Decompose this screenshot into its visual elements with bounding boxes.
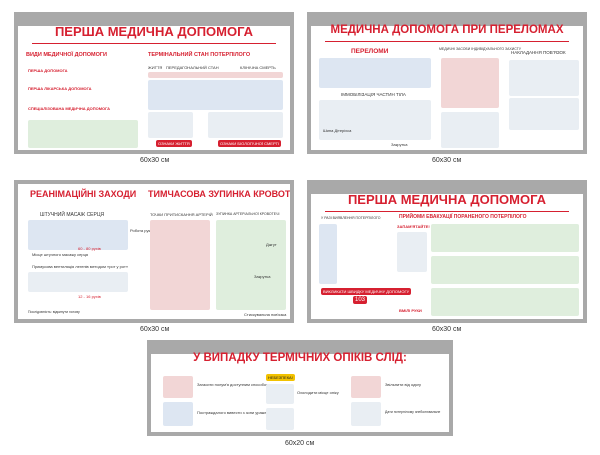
section-heading: ПРИЙОМИ ЕВАКУАЦІЇ ПОРАНЕНОГО ПОТЕРПІЛОГО [399, 214, 527, 220]
label: ВМІЛІ РУКИ [399, 308, 422, 313]
board-title: У ВИПАДКУ ТЕРМІЧНИХ ОПІКІВ СЛІД: [193, 352, 407, 364]
board-size: 60х30 см [140, 326, 170, 333]
illustration [208, 112, 283, 138]
illustration [431, 256, 579, 284]
board-fractures: МЕДИЧНА ДОПОМОГА ПРИ ПЕРЕЛОМАХ ПЕРЕЛОМИ … [307, 12, 587, 154]
section-heading: МЕДИЧНІ ЗАСОБИ ІНДИВІДУАЛЬНОГО ЗАХИСТУ [439, 47, 522, 51]
stage-label: ПЕРЕДАГОНАЛЬНИЙ СТАН [166, 65, 219, 70]
illustration [509, 60, 579, 96]
illustration [28, 120, 138, 148]
title-underline [325, 41, 569, 42]
timeline-bar [148, 72, 283, 78]
label: ІММОБІЛІЗАЦІЯ ЧАСТИН ТІЛА [341, 92, 406, 97]
illustration [150, 220, 210, 310]
illustration [441, 58, 499, 108]
board-burns: У ВИПАДКУ ТЕРМІЧНИХ ОПІКІВ СЛІД: Загасит… [147, 340, 453, 436]
illustration [28, 272, 128, 292]
board-size: 60х30 см [432, 157, 462, 164]
stage-label: ЖИТТЯ [148, 65, 163, 70]
illustration [266, 408, 294, 430]
illustration [266, 384, 294, 404]
section-heading: ПЕРЕЛОМИ [351, 48, 389, 55]
section-heading: НАКЛАДАННЯ ПОВ'ЯЗОК [511, 50, 566, 55]
board-top-band [311, 16, 583, 26]
emergency-number: 103 [353, 296, 368, 304]
label: Робота рук [130, 228, 151, 233]
illustration [216, 220, 286, 310]
board-top-band [18, 16, 290, 26]
illustration [148, 112, 193, 138]
section-heading: ТЕРМІНАЛЬНИЙ СТАН ПОТЕРПІЛОГО [148, 52, 251, 58]
label: Шина Дітеріхса [323, 128, 352, 133]
step-text: Постраждалого вивести з зони ураження [197, 410, 274, 415]
section-heading: ЗУПИНКА АРТЕРІАЛЬНОЇ КРОВОТЕЧІ [216, 212, 280, 216]
stage-label: КЛІНІЧНА СМЕРТЬ [240, 65, 276, 70]
board-size: 60х30 см [432, 326, 462, 333]
board-top-band [311, 184, 583, 194]
illustration [28, 220, 128, 250]
section-heading: ШТУЧНИЙ МАСАЖ СЕРЦЯ [40, 212, 105, 218]
illustration [163, 402, 193, 426]
list-item: ПЕРША ДОПОМОГА [28, 68, 68, 73]
step-text: Дати потерпілому знеболювальне [385, 410, 441, 414]
illustration [397, 232, 427, 272]
board-top-band [151, 344, 449, 354]
illustration [351, 402, 381, 426]
label: Стискувальна пов'язка [244, 312, 287, 317]
illustration [319, 58, 431, 88]
label: ЗАПАМ'ЯТАЙТЕ! [397, 224, 430, 229]
board-title: ПЕРША МЕДИЧНА ДОПОМОГА [347, 192, 547, 207]
board-resuscitation: РЕАНІМАЦІЙНІ ЗАХОДИ ТИМЧАСОВА ЗУПИНКА КР… [14, 180, 294, 323]
board-size: 60х20 см [285, 440, 315, 447]
board-title: ТИМЧАСОВА ЗУПИНКА КРОВОТЕЧІ [148, 189, 294, 199]
illustration [441, 112, 499, 148]
illustration [431, 224, 579, 252]
board-size: 60х30 см [140, 157, 170, 164]
danger-badge: НЕБЕЗПЕКА! [266, 374, 295, 381]
board-title: МЕДИЧНА ДОПОМОГА ПРИ ПЕРЕЛОМАХ [330, 24, 564, 36]
title-underline [32, 43, 276, 44]
illustration [351, 376, 381, 398]
list-item: СПЕЦІАЛІЗОВАНА МЕДИЧНА ДОПОМОГА [28, 106, 111, 111]
label: Місце штучного масажу серця [32, 252, 89, 257]
illustration [163, 376, 193, 398]
step-text: Охолодити місце опіку [297, 390, 339, 395]
section-heading: ТОЧКИ ПРИТИСКАННЯ АРТЕРІЙ [150, 212, 213, 217]
illustration [319, 224, 337, 284]
label: Примусова вентиляція легенів методом «ро… [32, 264, 129, 269]
call-ambulance-badge: ВИКЛИКАТИ ШВИДКУ МЕДИЧНУ ДОПОМОГУ [321, 288, 412, 295]
board-title: ПЕРША МЕДИЧНА ДОПОМОГА [54, 24, 254, 39]
illustration [431, 288, 579, 316]
label: Послідовність: відкинути голову [28, 310, 80, 314]
board-evacuation: ПЕРША МЕДИЧНА ДОПОМОГА У РАЗІ ВИЯВЛЕННЯ … [307, 180, 587, 323]
step-text: Загасити полум'я доступним способом [197, 382, 269, 387]
step-text: Звільнити від одягу [385, 382, 422, 387]
section-heading: У РАЗІ ВИЯВЛЕННЯ ПОТЕРПІЛОГО [321, 216, 381, 220]
title-underline [325, 211, 569, 212]
illustration [509, 98, 579, 130]
section-heading: ВИДИ МЕДИЧНОЇ ДОПОМОГИ [26, 52, 107, 58]
label-badge: ОЗНАКИ ЖИТТЯ [156, 140, 192, 147]
board-title: РЕАНІМАЦІЙНІ ЗАХОДИ [30, 189, 137, 199]
board-first-aid: ПЕРША МЕДИЧНА ДОПОМОГА ВИДИ МЕДИЧНОЇ ДОП… [14, 12, 294, 154]
label: 12 - 16 рухів [78, 294, 101, 299]
illustration [319, 100, 431, 140]
label-badge: ОЗНАКИ БІОЛОГІЧНОЇ СМЕРТІ [218, 140, 281, 147]
label: Закрутка [391, 142, 408, 147]
list-item: ПЕРША ЛІКАРСЬКА ДОПОМОГА [28, 86, 92, 91]
illustration [148, 80, 283, 110]
label: 60 - 80 рухів [78, 246, 101, 251]
label: Закрутка [254, 274, 271, 279]
label: Джгут [266, 242, 277, 247]
